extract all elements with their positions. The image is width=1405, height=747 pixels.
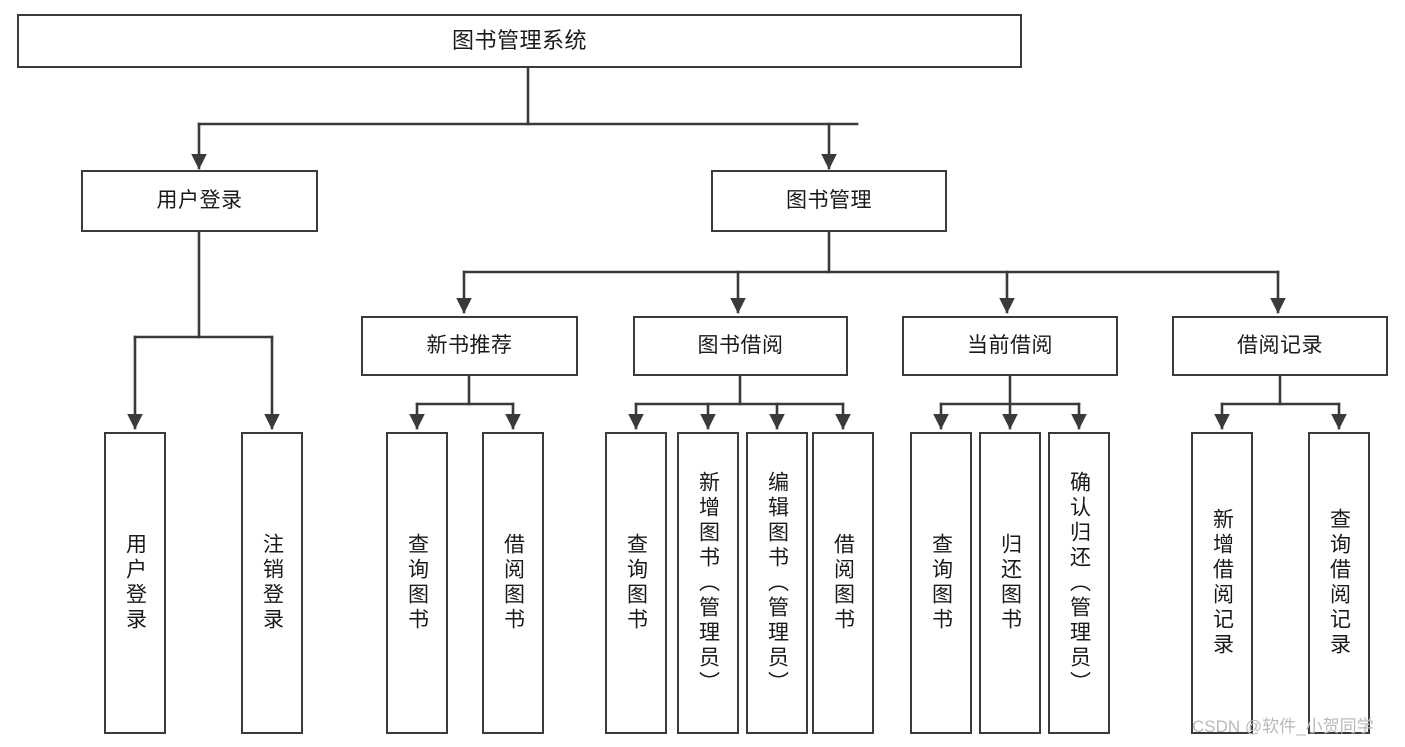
node-label-leaf-confirm-return: 确认归还（管理员） [1067, 470, 1091, 696]
node-leaf-add-record[interactable]: 新增借阅记录 [1191, 432, 1253, 734]
node-leaf-user-login[interactable]: 用户登录 [104, 432, 166, 734]
csdn-watermark: CSDN @软件_小贺同学 [1192, 717, 1374, 736]
node-label-borrow-record: 借阅记录 [1237, 333, 1323, 357]
node-label-leaf-borrow-book-2: 借阅图书 [831, 533, 855, 633]
node-label-leaf-query-book-1: 查询图书 [405, 533, 429, 633]
node-leaf-query-book-2[interactable]: 查询图书 [605, 432, 667, 734]
node-root-system[interactable]: 图书管理系统 [17, 14, 1022, 68]
node-label-leaf-user-login: 用户登录 [123, 533, 147, 633]
node-label-leaf-return-book: 归还图书 [998, 533, 1022, 633]
node-leaf-query-record[interactable]: 查询借阅记录 [1308, 432, 1370, 734]
node-user-login[interactable]: 用户登录 [81, 170, 318, 232]
node-leaf-borrow-book-1[interactable]: 借阅图书 [482, 432, 544, 734]
node-book-manage[interactable]: 图书管理 [711, 170, 947, 232]
node-leaf-borrow-book-2[interactable]: 借阅图书 [812, 432, 874, 734]
node-label-current-borrow: 当前借阅 [967, 333, 1053, 357]
node-label-user-login: 用户登录 [156, 188, 243, 212]
node-leaf-logout[interactable]: 注销登录 [241, 432, 303, 734]
node-leaf-return-book[interactable]: 归还图书 [979, 432, 1041, 734]
node-label-leaf-query-record: 查询借阅记录 [1327, 508, 1351, 658]
node-leaf-edit-book[interactable]: 编辑图书（管理员） [746, 432, 808, 734]
node-label-book-borrow: 图书借阅 [697, 333, 784, 357]
node-label-new-book-rec: 新书推荐 [426, 333, 513, 357]
node-new-book-rec[interactable]: 新书推荐 [361, 316, 578, 376]
node-label-book-manage: 图书管理 [786, 188, 872, 212]
node-label-leaf-add-record: 新增借阅记录 [1210, 508, 1234, 658]
node-borrow-record[interactable]: 借阅记录 [1172, 316, 1388, 376]
node-current-borrow[interactable]: 当前借阅 [902, 316, 1118, 376]
node-leaf-query-book-3[interactable]: 查询图书 [910, 432, 972, 734]
node-book-borrow[interactable]: 图书借阅 [633, 316, 848, 376]
node-label-leaf-query-book-2: 查询图书 [624, 533, 648, 633]
node-label-leaf-logout: 注销登录 [260, 533, 284, 633]
node-label-leaf-query-book-3: 查询图书 [929, 533, 953, 633]
node-label-root: 图书管理系统 [451, 28, 587, 54]
node-leaf-query-book-1[interactable]: 查询图书 [386, 432, 448, 734]
node-leaf-add-book[interactable]: 新增图书（管理员） [677, 432, 739, 734]
node-label-leaf-edit-book: 编辑图书（管理员） [765, 470, 789, 696]
node-label-leaf-borrow-book-1: 借阅图书 [501, 533, 525, 633]
node-label-leaf-add-book: 新增图书（管理员） [696, 470, 720, 696]
node-leaf-confirm-return[interactable]: 确认归还（管理员） [1048, 432, 1110, 734]
